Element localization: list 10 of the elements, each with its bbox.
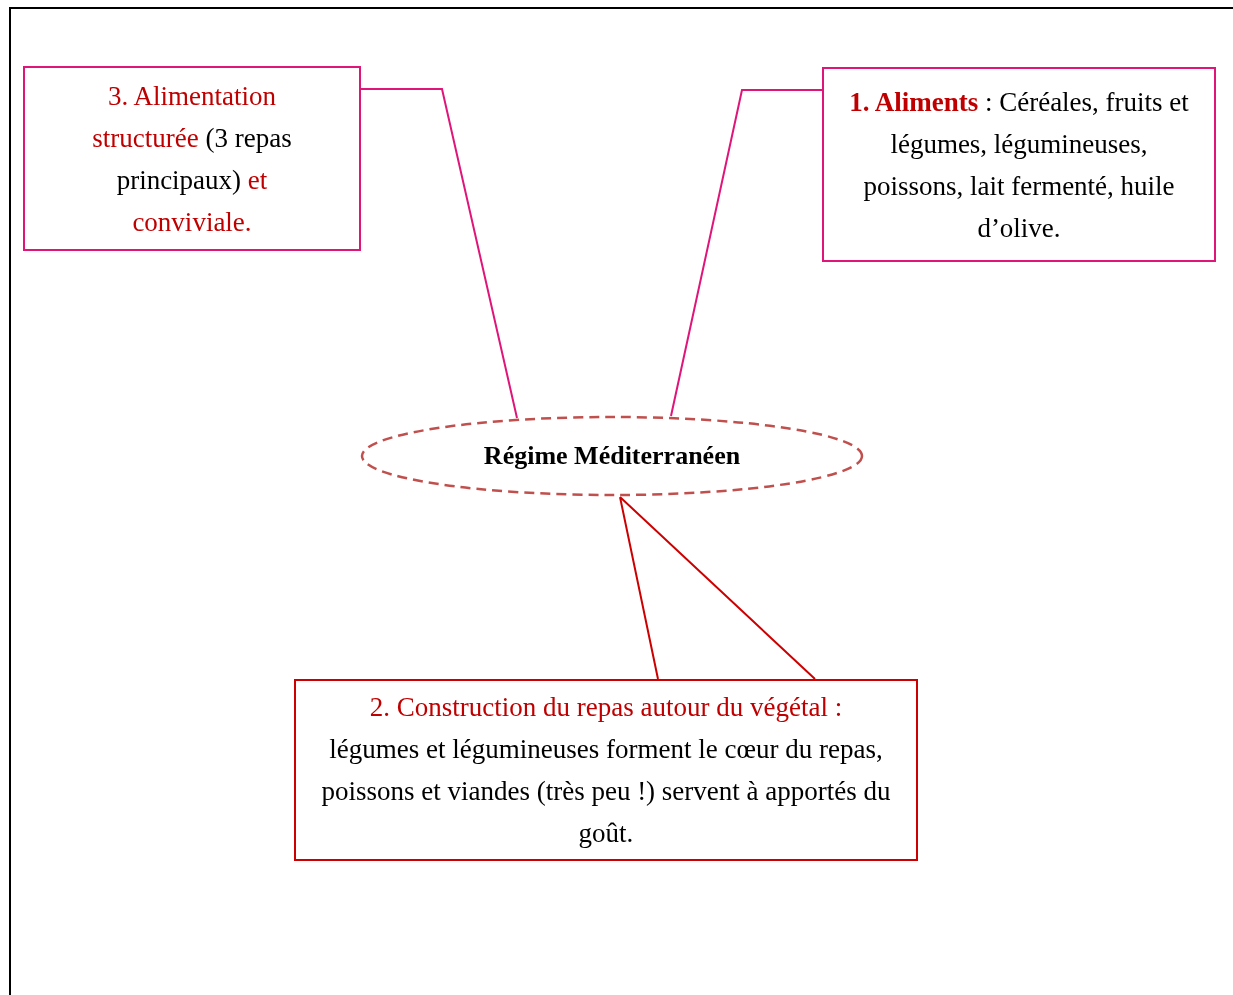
ellipse-label: Régime Méditerranéen	[483, 441, 741, 471]
callout-box	[23, 66, 361, 251]
callout-box	[822, 67, 1216, 262]
callout-text: 2. Construction du repas autour du végétal : légumes et légumineuses forment le cœur du repas, poissons et viandes (très peu !) servent à apportés du goût.	[320, 691, 892, 850]
callout-text: 1. Aliments : Céréales, fruits et légumes, légumineuses, poissons, lait fermenté, huile d’olive.	[848, 85, 1190, 245]
callout-text: 3. Alimentation structurée (3 repas principaux) et conviviale.	[91, 79, 293, 239]
callout-box	[294, 679, 918, 861]
callout-line	[360, 88, 518, 419]
callout-line	[619, 496, 816, 680]
callout-line	[670, 89, 823, 417]
